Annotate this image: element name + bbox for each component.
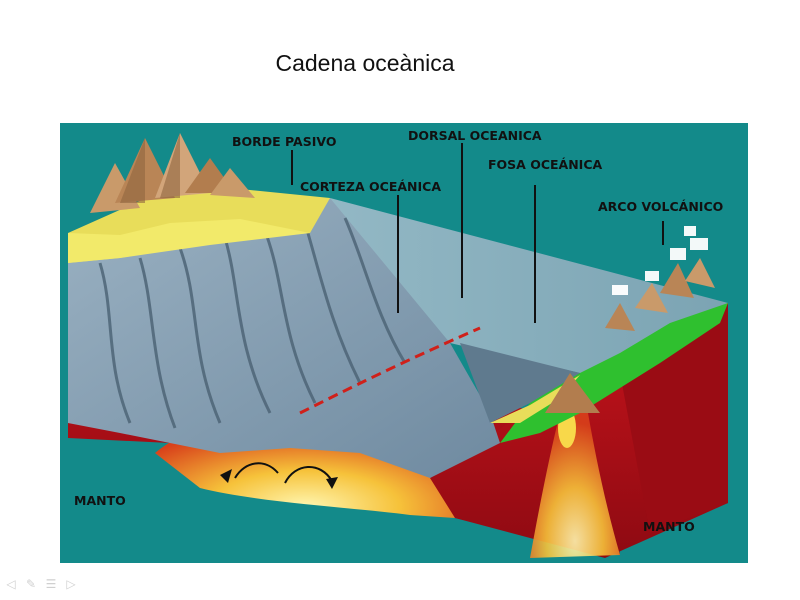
- label-corteza-oceanica: CORTEZA OCEÁNICA: [300, 179, 441, 194]
- label-fosa-oceanica: FOSA OCEÁNICA: [488, 157, 602, 172]
- next-slide-icon[interactable]: ▷: [66, 577, 76, 591]
- ocean-ridge-diagram: BORDE PASIVO DORSAL OCEANICA CORTEZA OCE…: [60, 123, 748, 563]
- ocean-floor: [68, 198, 500, 478]
- label-borde-pasivo: BORDE PASIVO: [232, 134, 336, 149]
- prev-slide-icon[interactable]: ◁: [6, 577, 16, 591]
- pen-icon[interactable]: ✎: [25, 577, 37, 591]
- canyon-ridges: [98, 217, 407, 429]
- convection-arrowhead-left: [220, 469, 232, 483]
- slide-title: Cadena oceànica: [275, 50, 455, 76]
- magma-chamber: [530, 388, 620, 558]
- volcanic-smoke: [612, 226, 708, 295]
- convection-arrow-left: [234, 462, 279, 479]
- label-manto-left: MANTO: [74, 493, 126, 508]
- continental-shelf-edge: [68, 219, 310, 263]
- ocean-trench: [460, 343, 580, 423]
- ridge-crest: [299, 326, 481, 415]
- convection-arrow-right: [284, 466, 333, 484]
- arc-volcano-front: [545, 373, 600, 413]
- label-dorsal-oceanica: DORSAL OCEANICA: [408, 128, 542, 143]
- arc-volcanoes: [605, 258, 715, 331]
- label-arco-volcanico: ARCO VOLCÁNICO: [598, 199, 723, 214]
- block-diagram: BORDE PASIVO DORSAL OCEANICA CORTEZA OCE…: [68, 128, 728, 558]
- label-manto-right: MANTO: [643, 519, 695, 534]
- convection-arrowhead-right: [326, 477, 338, 489]
- continental-mountains: [90, 133, 255, 213]
- volcanic-arc-coast: [490, 375, 580, 423]
- menu-icon[interactable]: ☰: [45, 577, 57, 591]
- slide-nav-controls: ◁ ✎ ☰ ▷: [4, 576, 78, 592]
